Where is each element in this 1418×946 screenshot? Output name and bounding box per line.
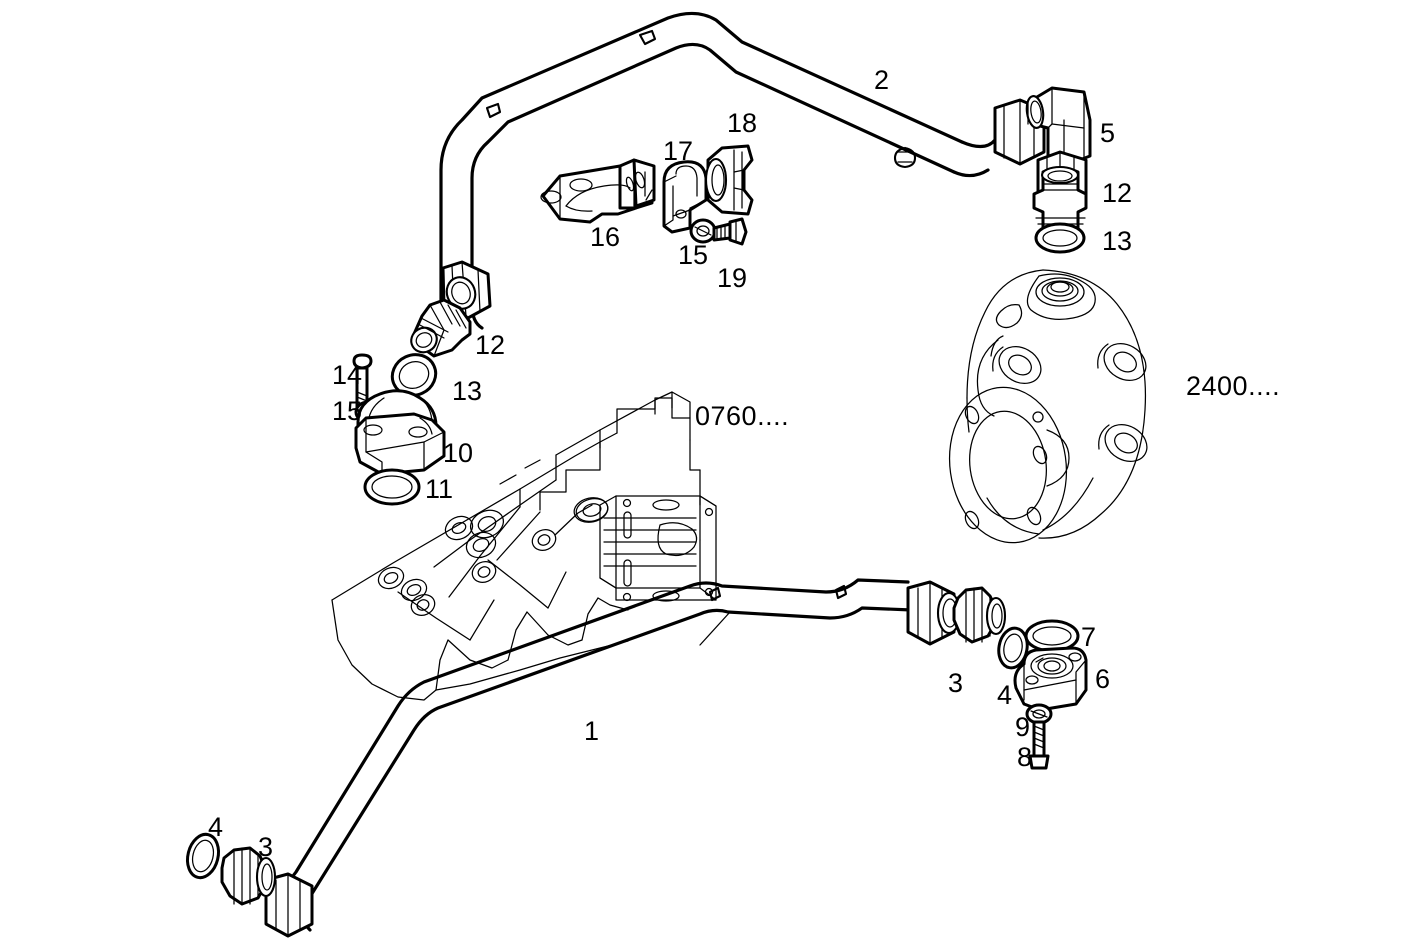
callout-15-left: 15: [332, 396, 363, 426]
part-15-lock-washer-clamp: [689, 218, 717, 244]
part-6-port-cover: [1013, 646, 1088, 712]
part-11-o-ring-flange: [363, 468, 421, 506]
callout-15-clamp: 15: [678, 240, 709, 270]
callout-3-right: 3: [948, 668, 964, 698]
callout-13-upper: 13: [1102, 226, 1133, 256]
part-4-o-ring-left-end: [186, 832, 220, 880]
callout-11: 11: [425, 474, 454, 504]
callout-9: 9: [1015, 712, 1031, 742]
part-18-rubber-bushing: [704, 144, 754, 216]
callout-12-left: 12: [475, 330, 506, 360]
callout-10: 10: [443, 438, 474, 468]
callout-8: 8: [1017, 742, 1033, 772]
part-3-union-nut-right: [952, 586, 1007, 644]
callout-12-upper: 12: [1102, 178, 1133, 208]
part-13-o-ring-left: [390, 353, 438, 397]
callout-7: 7: [1081, 622, 1097, 652]
part-13-o-ring-upper: [1034, 222, 1086, 254]
group-label-2400: 2400....: [1186, 371, 1281, 401]
callout-14: 14: [332, 360, 363, 390]
part-12-threaded-adapter-left: [410, 298, 472, 358]
part-19-hex-bolt-clamp: [712, 217, 748, 246]
part-1-lower-tube: [264, 578, 962, 938]
part-16-mounting-bracket: [540, 158, 656, 224]
callout-6: 6: [1095, 664, 1111, 694]
housing-cover-2400: [948, 269, 1148, 544]
callout-2: 2: [874, 65, 890, 95]
callout-16: 16: [590, 222, 621, 252]
callout-3-left: 3: [258, 832, 274, 862]
callout-17: 17: [663, 136, 694, 166]
callout-4-left: 4: [208, 812, 224, 842]
callout-4-right: 4: [997, 680, 1013, 710]
part-9-lock-washer-cover: [1025, 703, 1053, 725]
part-8-long-bolt-cover: [1028, 720, 1050, 770]
callout-1: 1: [584, 716, 600, 746]
callout-5: 5: [1100, 118, 1116, 148]
part-4-o-ring-right: [997, 626, 1029, 670]
callout-18: 18: [727, 108, 758, 138]
callout-13-left: 13: [452, 376, 483, 406]
part-10-connector-flange: [354, 389, 446, 476]
transmission-housing-0760: [331, 391, 731, 701]
callout-19: 19: [717, 263, 748, 293]
group-label-0760: 0760....: [695, 401, 790, 431]
part-7-o-ring-port-cover: [1024, 619, 1080, 653]
part-3-union-nut-left-end: [220, 846, 277, 906]
part-17-clamp-half: [662, 160, 708, 234]
